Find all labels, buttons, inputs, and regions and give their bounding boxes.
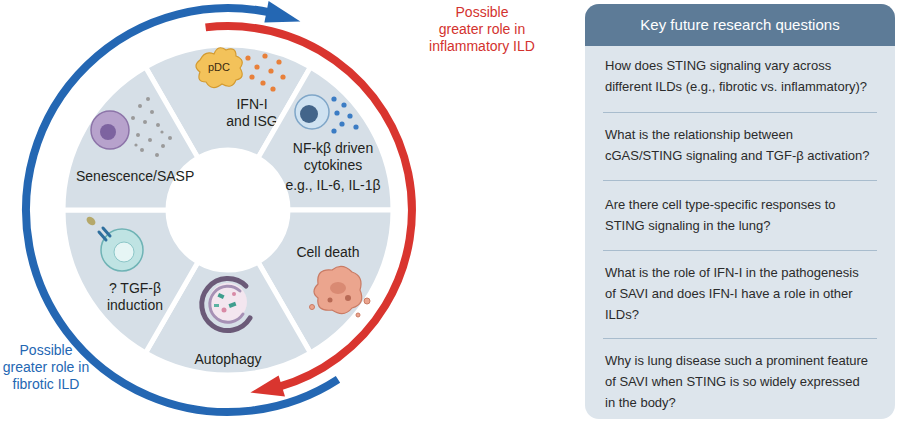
wedge-fill	[63, 67, 198, 210]
interferon-dots-item	[260, 80, 265, 85]
cytokine-dots-item	[341, 102, 346, 107]
arc-line	[206, 26, 412, 387]
cytokine-dots-item	[339, 121, 344, 126]
question-text: Are there cell type-specific responses t…	[605, 194, 872, 236]
interferon-dots-item	[268, 68, 273, 73]
cell-body	[91, 111, 129, 149]
question-separator	[603, 180, 877, 181]
interferon-dots-item	[249, 74, 254, 79]
sasp-dots	[131, 97, 172, 157]
question-separator	[603, 338, 877, 339]
sasp-dots-item	[140, 148, 144, 152]
sasp-dots-item	[136, 133, 140, 137]
wedge-fill	[258, 67, 393, 210]
cargo-fragment	[232, 292, 236, 296]
cell-nucleus	[100, 124, 116, 140]
question-separator	[603, 250, 877, 251]
role-annotation: Possible greater role in inflammatory IL…	[426, 4, 538, 55]
sasp-dots-item	[150, 110, 154, 114]
cell-fragment	[356, 313, 360, 317]
cell-fragment	[330, 282, 346, 294]
sasp-dots-item	[134, 143, 137, 146]
wedge-label: IFN-I and ISG	[224, 96, 280, 130]
question-text: Why is lung disease such a prominent fea…	[605, 350, 872, 413]
receptor	[99, 232, 106, 240]
mechanism-wedge: Senescence/SASP	[60, 64, 201, 214]
sasp-dots-item	[131, 116, 135, 120]
cell-fragment	[328, 298, 333, 303]
cargo-fragment	[228, 302, 236, 308]
wedge-shape	[60, 64, 201, 214]
sasp-dots-item	[156, 123, 160, 127]
cargo-fragment	[217, 293, 224, 299]
wedge-label: NF-kβ driven cytokines	[289, 140, 377, 174]
arrow-head	[250, 375, 285, 396]
cell-body	[101, 229, 143, 271]
cell-body	[196, 48, 242, 88]
sasp-dots-item	[168, 136, 172, 140]
interferon-dots-item	[245, 55, 250, 60]
wedge-label: Autophagy	[195, 351, 262, 368]
question-text: What is the relationship between cGAS/ST…	[605, 124, 872, 166]
sasp-dots-item	[161, 144, 165, 148]
cargo-fragment	[214, 304, 219, 307]
cell-nucleus	[114, 242, 134, 262]
question-text: What is the role of IFN-I in the pathoge…	[605, 262, 872, 325]
cytokine-dots-item	[331, 128, 336, 133]
outer-membrane	[202, 279, 250, 331]
senescent-cell-icon	[91, 111, 129, 149]
cytokine-dots-item	[353, 124, 358, 129]
cell-nucleus	[300, 105, 318, 123]
arc-line	[26, 8, 338, 412]
fibrotic-arc-arrow	[26, 1, 338, 412]
cargo-fragment	[222, 308, 227, 313]
cell-body	[295, 95, 329, 129]
panel-header-band: Key future research questions	[585, 4, 895, 46]
cell-fragment	[310, 305, 315, 310]
cytokine-dots-item	[347, 113, 352, 118]
sasp-dots-item	[143, 120, 147, 124]
role-annotation: Possible greater role in fibrotic ILD	[0, 342, 92, 393]
arrow-head	[264, 1, 300, 23]
mechanism-wedge: NF-kβ driven cytokines e.g., IL-6, IL-1β	[255, 64, 396, 213]
wedge-label: Cell death	[296, 244, 359, 261]
questions-panel: Key future research questionsHow does ST…	[585, 4, 895, 419]
wedge-fill	[63, 210, 198, 353]
cytokine-dots-item	[334, 110, 339, 115]
interferon-dots-item	[270, 86, 275, 91]
mechanism-wedge: ? TGF-β induction	[60, 207, 201, 356]
cell-body	[314, 266, 362, 313]
pdc-cell-icon	[196, 48, 242, 88]
question-separator	[603, 112, 877, 113]
sasp-dots-item	[146, 97, 150, 101]
cytokine-dots	[331, 96, 358, 133]
receptor	[103, 228, 110, 236]
interferon-dots-item	[254, 64, 259, 69]
cell-fragment	[345, 295, 351, 301]
wedge-label: ? TGF-β induction	[99, 280, 171, 314]
dying-cell-icon	[310, 266, 371, 317]
autophagosome-icon	[202, 279, 250, 331]
sasp-dots-item	[160, 130, 163, 133]
immune-cell-icon	[295, 95, 329, 129]
sasp-dots-item	[148, 138, 152, 142]
interferon-dots-item	[276, 59, 281, 64]
question-text: How does STING signaling vary across dif…	[605, 55, 872, 97]
inner-membrane	[210, 286, 243, 322]
sasp-dots-item	[155, 153, 159, 157]
interferon-dots-item	[262, 53, 267, 58]
interferon-dots-item	[280, 74, 285, 79]
cytokine-dots-item	[331, 96, 336, 101]
inflammatory-arc-arrow	[206, 26, 412, 396]
ligand	[85, 215, 97, 227]
autophagosome-lumen	[209, 283, 247, 321]
panel-title: Key future research questions	[585, 4, 895, 46]
tgf-cell-icon	[85, 215, 143, 271]
wedge-label: Senescence/SASP	[76, 168, 164, 185]
sasp-dots-item	[138, 104, 142, 108]
wedge-label: e.g., IL-6, IL-1β	[285, 177, 380, 194]
interferon-dots	[245, 53, 285, 91]
cell-fragment	[364, 298, 370, 304]
